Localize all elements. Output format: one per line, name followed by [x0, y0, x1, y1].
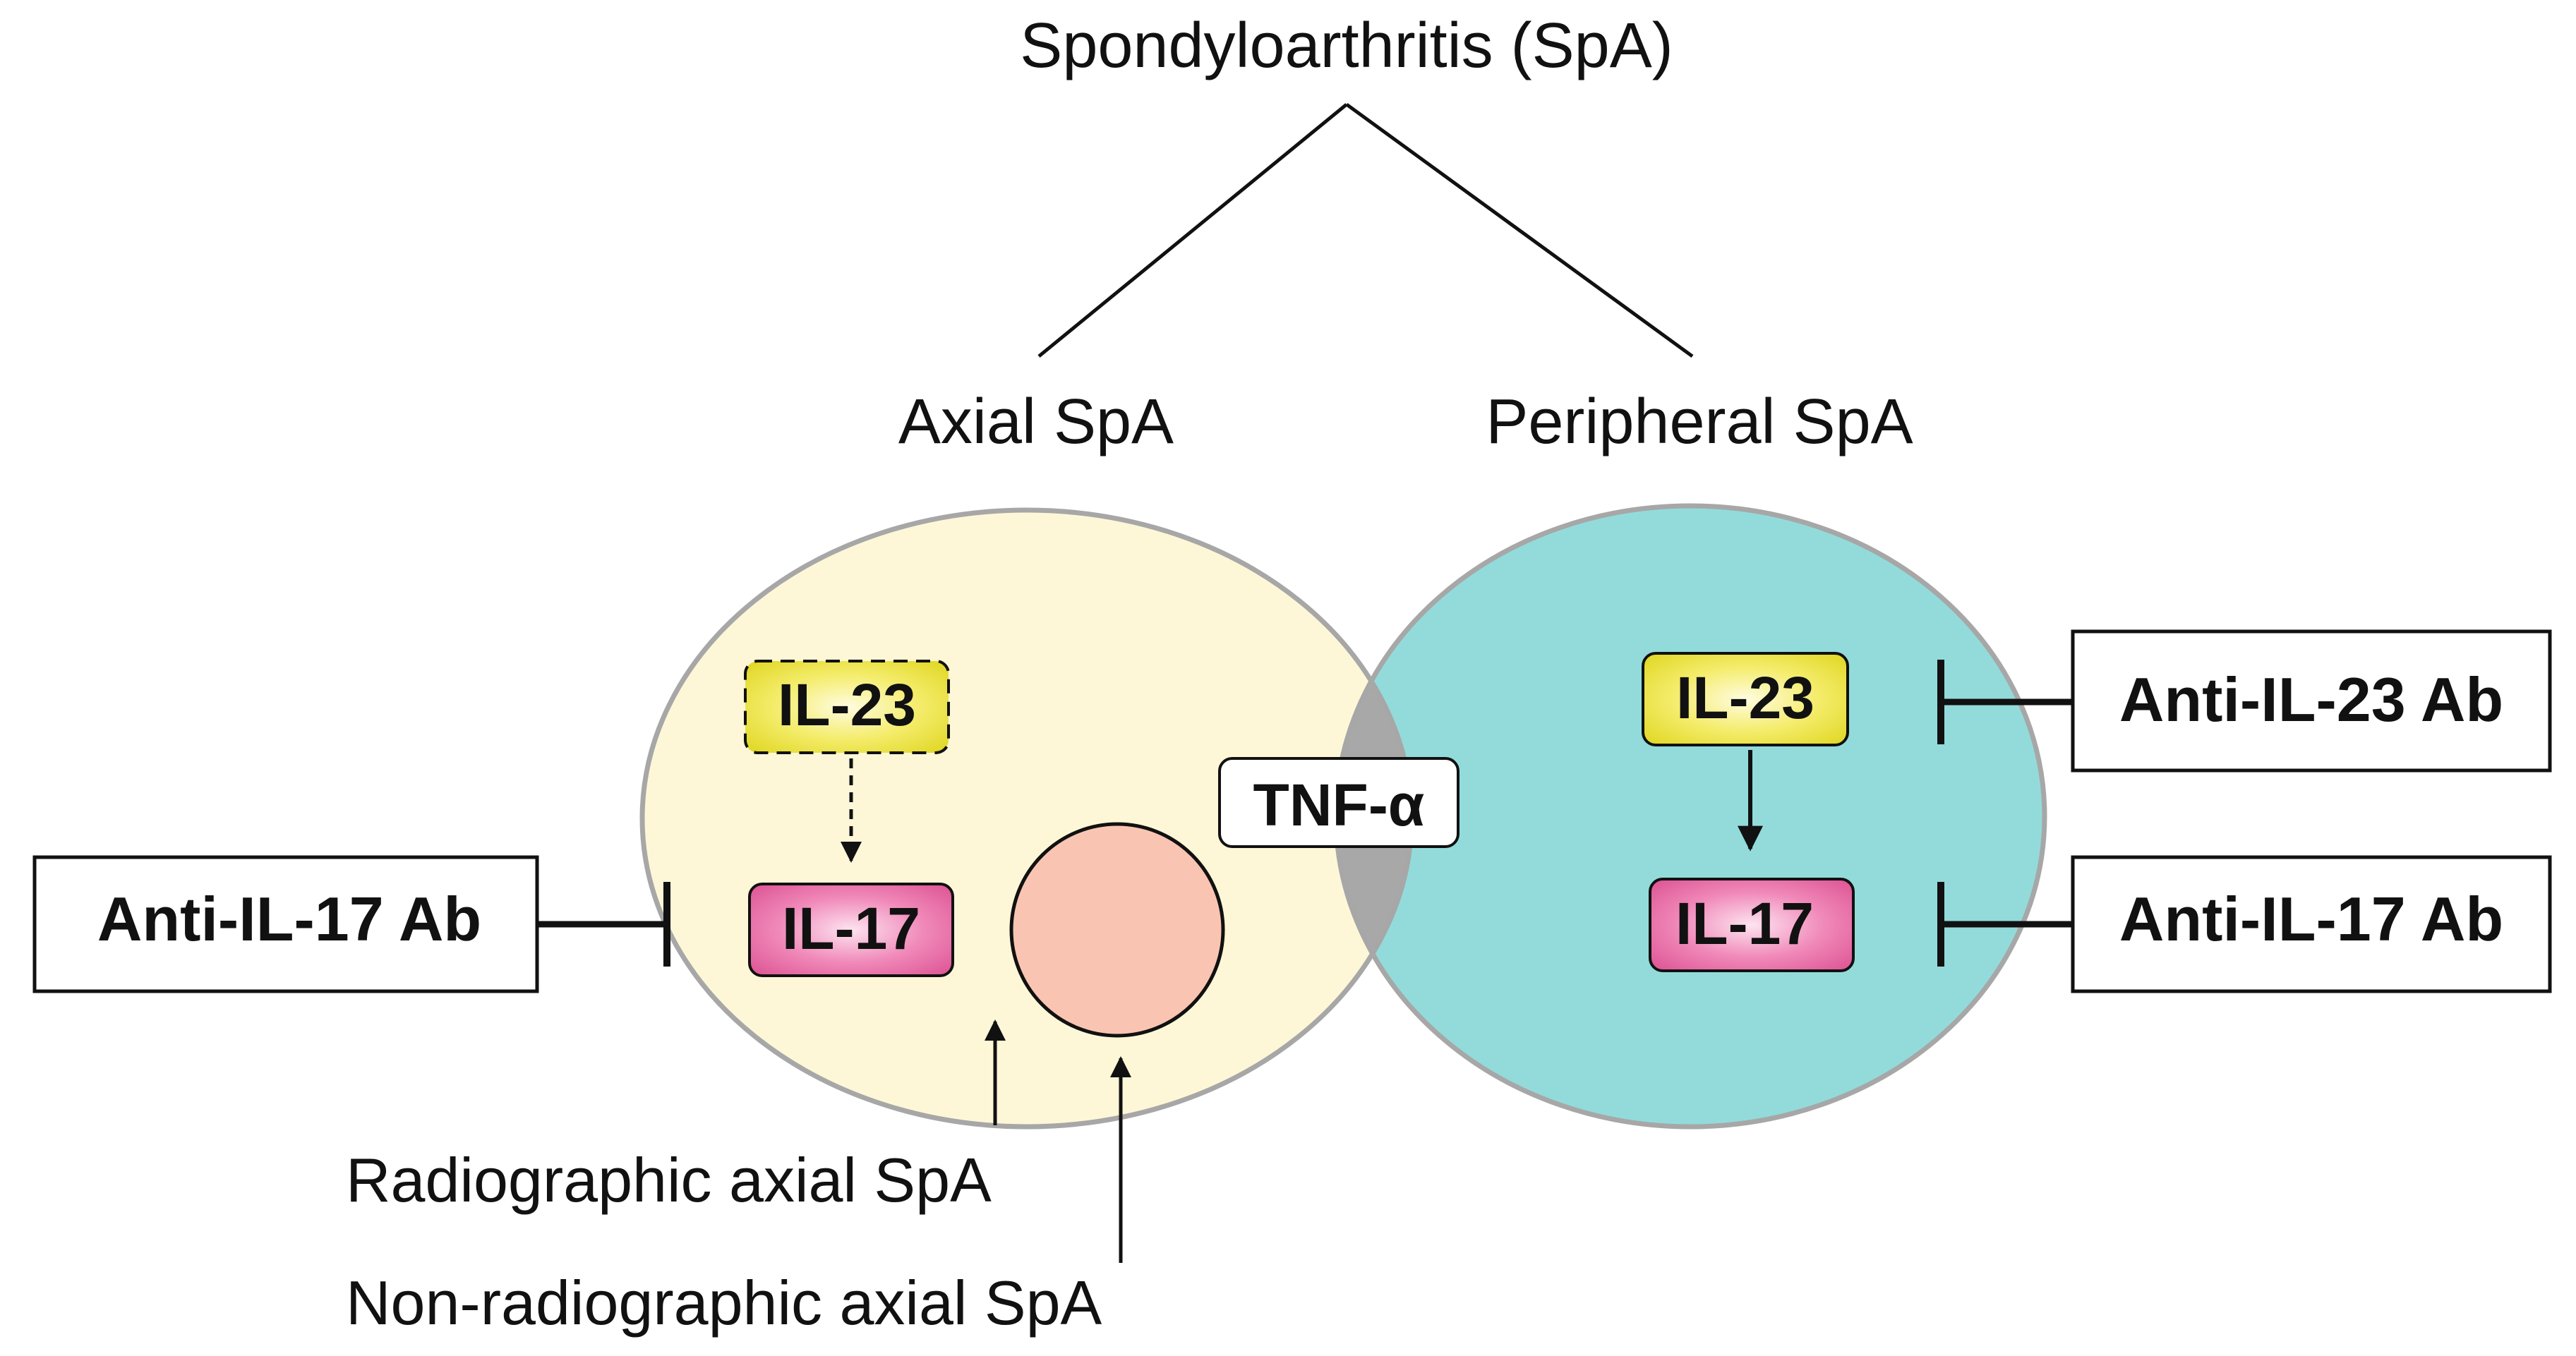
tnf-alpha-box [1218, 757, 1459, 848]
left-anti-il17-box [32, 855, 539, 993]
axial-spa-label: Axial SpA [898, 387, 1174, 457]
axial-il17-box [748, 883, 954, 977]
radiographic-axial-spa-label: Radiographic axial SpA [346, 1145, 992, 1215]
left-anti-il17-label: Anti-IL-17 Ab [97, 884, 481, 954]
tree-branch-axial [1037, 103, 1348, 358]
right-anti-il23-box [2071, 629, 2552, 773]
right-anti-il23-label: Anti-IL-23 Ab [2119, 665, 2503, 734]
right-anti-il17-box [2071, 855, 2552, 993]
tnf-alpha-label: TNF-α [1253, 772, 1425, 838]
peripheral-spa-label: Peripheral SpA [1486, 387, 1913, 457]
non-radiographic-circle [1009, 822, 1225, 1038]
peripheral-il17-box [1649, 878, 1855, 972]
axial-il17-label: IL-17 [782, 895, 920, 962]
axial-il23-label: IL-23 [778, 672, 916, 738]
tree-branch-peripheral [1345, 102, 1694, 358]
axial-il23-box [744, 660, 950, 754]
peripheral-spa-ellipse [1336, 506, 2045, 1127]
non-radiographic-axial-spa-label: Non-radiographic axial SpA [346, 1268, 1102, 1338]
right-anti-il17-label: Anti-IL-17 Ab [2119, 884, 2503, 954]
peripheral-il23-label: IL-23 [1676, 665, 1814, 731]
peripheral-il23-box [1642, 652, 1849, 746]
diagram-title: Spondyloarthritis (SpA) [1020, 11, 1673, 81]
peripheral-il17-label: IL-17 [1675, 890, 1814, 957]
